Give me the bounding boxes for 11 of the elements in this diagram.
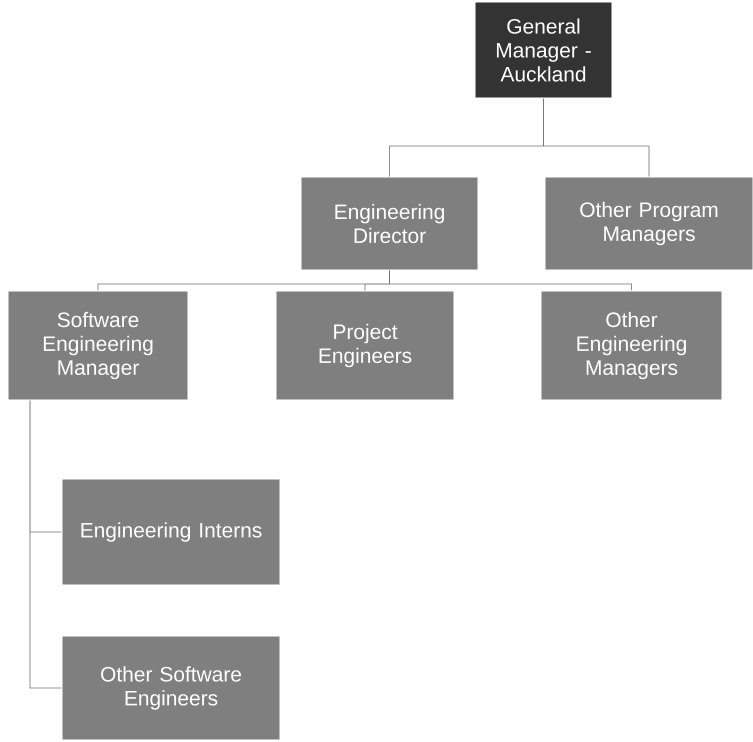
org-box: Engineering Director <box>300 176 478 270</box>
org-box: Other Software Engineers <box>62 636 280 740</box>
org-box: Engineering Interns <box>62 478 280 586</box>
org-box: Other Program Managers <box>544 176 753 270</box>
connector-line <box>30 400 62 688</box>
org-box: Other Engineering Managers <box>540 290 722 400</box>
org-box: General Manager - Auckland <box>474 2 612 98</box>
connector-line <box>389 270 632 291</box>
org-box: Project Engineers <box>276 290 454 400</box>
org-box: Software Engineering Manager <box>8 290 188 400</box>
connector-line <box>543 98 650 177</box>
